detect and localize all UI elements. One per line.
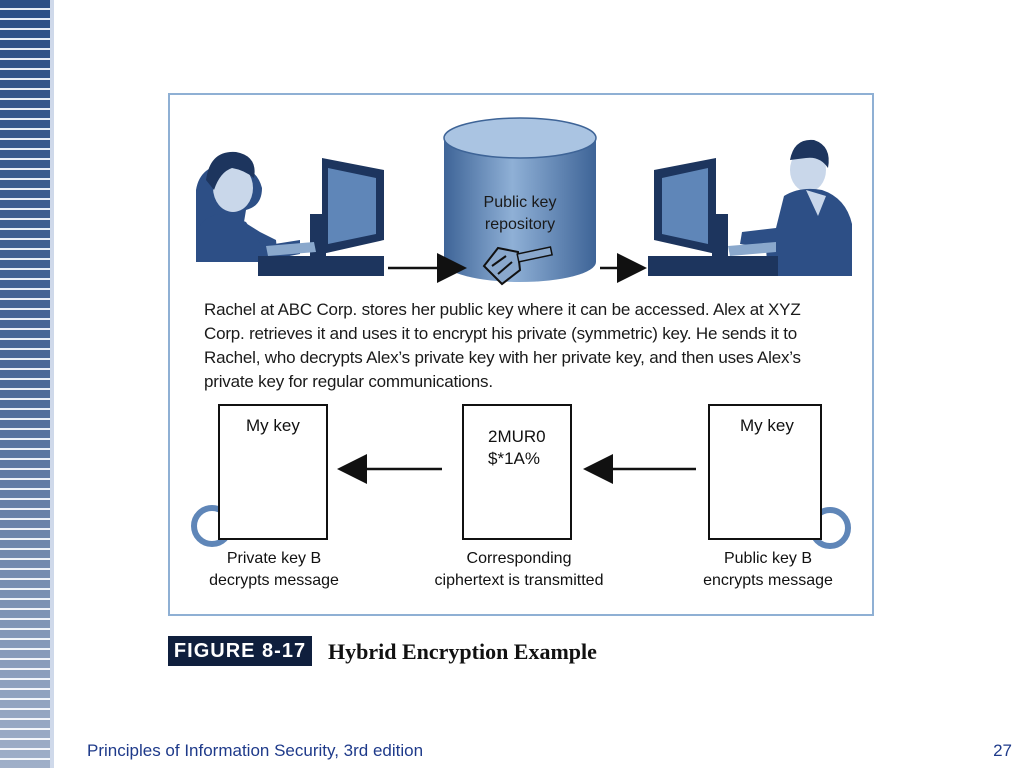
footer-text: Principles of Information Security, 3rd …: [87, 741, 424, 760]
left-caption-line2: decrypts message: [209, 572, 339, 589]
description-line: Corp. retrieves it and uses it to encryp…: [204, 324, 798, 343]
database-cylinder-icon: [443, 117, 597, 282]
cipher-line2: $*1A%: [488, 449, 540, 468]
diagram-description: Rachel at ABC Corp. stores her public ke…: [204, 298, 844, 394]
right-caption-line2: encrypts message: [703, 572, 833, 589]
right-caption-line1: Public key B: [723, 550, 813, 567]
stripe-bar-edge: [50, 0, 54, 768]
left-caption-line1: Private key B: [226, 550, 322, 567]
key-icon: [482, 246, 553, 286]
description-line: Rachel at ABC Corp. stores her public ke…: [204, 300, 801, 319]
left-box-label: My key: [246, 416, 300, 435]
ciphertext: 2MUR0 $*1A%: [488, 426, 546, 470]
right-key-box: [708, 404, 822, 540]
left-key-box: [218, 404, 328, 540]
description-line: Rachel, who decrypts Alex’s private key …: [204, 348, 801, 367]
right-box-label: My key: [740, 416, 794, 435]
ciphertext-box: [462, 404, 572, 540]
middle-box-caption: Corresponding ciphertext is transmitted: [416, 548, 622, 592]
repository-label: Public key repository: [470, 192, 570, 236]
decorative-stripe-bar: [0, 0, 50, 768]
description-line: private key for regular communications.: [204, 372, 493, 391]
computer-monitor-icon: [258, 158, 384, 276]
page-number: 27: [993, 741, 1012, 760]
figure-title: Hybrid Encryption Example: [328, 639, 597, 664]
person-alex-icon: [740, 139, 852, 276]
computer-monitor-icon: [648, 158, 778, 276]
left-box-caption: Private key B decrypts message: [196, 548, 352, 592]
repository-label-line1: Public key: [483, 194, 557, 211]
middle-caption-line2: ciphertext is transmitted: [434, 572, 604, 589]
figure-number-badge: FIGURE 8-17: [168, 636, 312, 666]
middle-caption-line1: Corresponding: [466, 550, 572, 567]
right-box-caption: Public key B encrypts message: [690, 548, 846, 592]
cipher-line1: 2MUR0: [488, 427, 546, 446]
repository-label-line2: repository: [484, 216, 556, 233]
person-rachel-icon: [196, 151, 300, 262]
